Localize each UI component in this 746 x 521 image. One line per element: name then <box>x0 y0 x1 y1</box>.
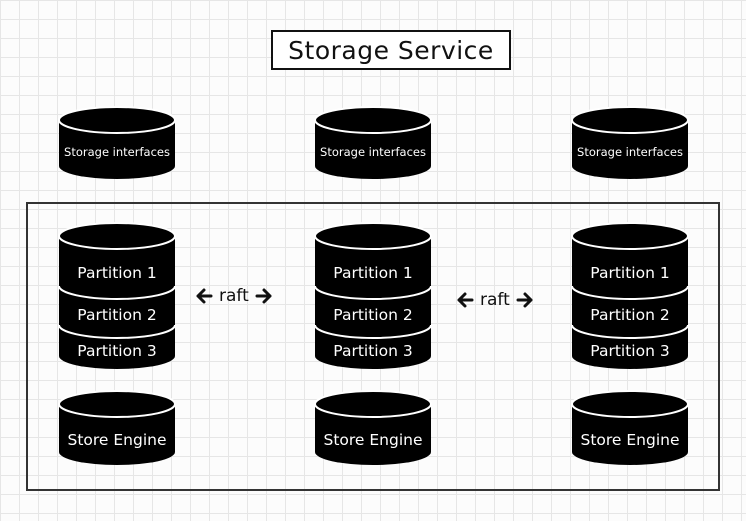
partition-label: Partition 2 <box>333 306 413 324</box>
storage-interface-label: Storage interfaces <box>64 145 170 159</box>
partition-label: Partition 3 <box>77 342 157 360</box>
partition-stack: Partition 1 Partition 2 Partition 3 <box>569 220 691 372</box>
store-engine-cylinder: Store Engine <box>569 388 691 468</box>
store-engine-label: Store Engine <box>323 431 423 449</box>
storage-interface-cylinder: Storage interfaces <box>312 104 434 182</box>
storage-interface-label: Storage interfaces <box>320 145 426 159</box>
partition-label: Partition 1 <box>77 264 157 282</box>
left-arrow-icon <box>456 291 474 309</box>
partition-label: Partition 1 <box>333 264 413 282</box>
store-engine-cylinder: Store Engine <box>56 388 178 468</box>
partition-label: Partition 1 <box>590 264 670 282</box>
raft-label: raft <box>219 286 249 306</box>
raft-label: raft <box>480 290 510 310</box>
store-engine-label: Store Engine <box>580 431 680 449</box>
storage-interface-cylinder: Storage interfaces <box>569 104 691 182</box>
storage-interface-cylinder: Storage interfaces <box>56 104 178 182</box>
right-arrow-icon <box>255 287 273 305</box>
left-arrow-icon <box>195 287 213 305</box>
partition-label: Partition 3 <box>590 342 670 360</box>
raft-link: raft <box>195 286 273 306</box>
partition-stack: Partition 1 Partition 2 Partition 3 <box>56 220 178 372</box>
partition-label: Partition 2 <box>77 306 157 324</box>
storage-cluster-frame <box>26 202 720 491</box>
right-arrow-icon <box>516 291 534 309</box>
partition-label: Partition 2 <box>590 306 670 324</box>
diagram-title: Storage Service <box>271 30 511 70</box>
store-engine-label: Store Engine <box>67 431 167 449</box>
partition-stack: Partition 1 Partition 2 Partition 3 <box>312 220 434 372</box>
store-engine-cylinder: Store Engine <box>312 388 434 468</box>
storage-interface-label: Storage interfaces <box>577 145 683 159</box>
raft-link: raft <box>456 290 534 310</box>
partition-label: Partition 3 <box>333 342 413 360</box>
